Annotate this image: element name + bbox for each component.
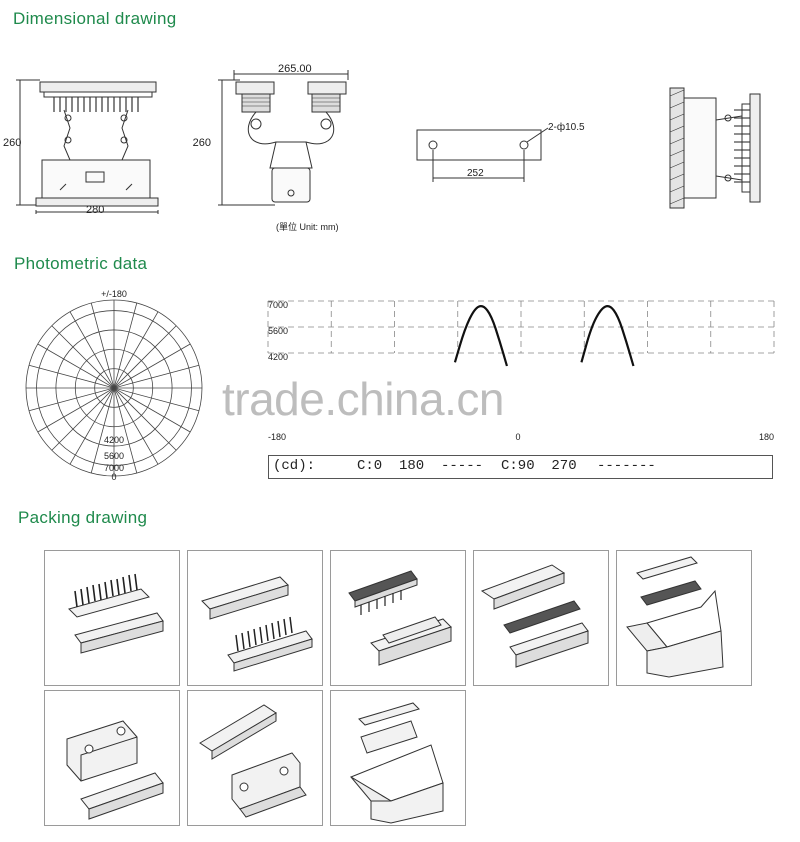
polar-diagram: +/-180 4200 5600 7000 0 <box>25 289 203 482</box>
packing-step-5-illustration <box>626 556 724 678</box>
section-title-packing: Packing drawing <box>18 508 148 527</box>
side-width-label: 265.00 <box>278 63 312 75</box>
packing-step-3 <box>330 550 466 686</box>
packing-step-2-illustration <box>201 576 313 672</box>
packing-step-2 <box>187 550 323 686</box>
x-tick-label: 180 <box>759 432 774 442</box>
front-view-drawing: 260 280 265.00 260 (單位 Unit: mm) 2 <box>3 63 761 232</box>
packing-step-4 <box>473 550 609 686</box>
front-height-label: 260 <box>3 137 21 149</box>
packing-step-1 <box>44 550 180 686</box>
legend-c2-dash: ------- <box>597 458 656 474</box>
packing-step-3-illustration <box>348 570 452 666</box>
packing-step-6 <box>44 690 180 826</box>
packing-step-8 <box>330 690 466 826</box>
packing-step-8-illustration <box>349 702 444 824</box>
series-line-0 <box>453 305 509 367</box>
mount-spacing-label: 252 <box>467 168 484 179</box>
legend-c1-label: C:0 180 <box>357 458 425 474</box>
section-title-photometric: Photometric data <box>14 254 148 273</box>
packing-step-7-illustration <box>199 704 307 818</box>
x-tick-label: 0 <box>515 432 520 442</box>
packing-step-6-illustration <box>66 720 164 820</box>
y-tick-label: 4200 <box>268 352 288 362</box>
packing-step-1-illustration <box>68 573 164 654</box>
side-height-label: 260 <box>193 137 211 149</box>
mount-holes-label: 2-ф10.5 <box>548 121 585 133</box>
packing-step-5 <box>616 550 752 686</box>
series-line-1 <box>580 305 635 367</box>
polar-ring-label-0: 4200 <box>104 435 124 445</box>
polar-top-label: +/-180 <box>101 289 127 299</box>
polar-spoke <box>28 364 200 412</box>
polar-bottom-label: 0 <box>111 472 116 482</box>
legend-unit: (cd): <box>273 458 316 474</box>
section-title-dimensional: Dimensional drawing <box>13 9 177 28</box>
chart-legend: (cd): C:0 180 ----- C:90 270 ------- <box>268 455 773 479</box>
x-tick-label: -180 <box>268 432 286 442</box>
legend-c1-dash: ----- <box>441 458 484 474</box>
y-tick-label: 7000 <box>268 300 288 310</box>
candela-chart: 7000 5600 4200 -180 0 180 <box>267 300 775 442</box>
y-tick-label: 5600 <box>268 326 288 336</box>
polar-ring-label-2: 7000 <box>104 463 124 473</box>
packing-step-7 <box>187 690 323 826</box>
legend-c2-label: C:90 270 <box>501 458 577 474</box>
watermark: trade.china.cn <box>222 373 504 425</box>
polar-ring-label-1: 5600 <box>104 451 124 461</box>
packing-step-4-illustration <box>480 564 589 668</box>
unit-note: (單位 Unit: mm) <box>276 221 339 232</box>
front-width-label: 280 <box>86 204 104 216</box>
